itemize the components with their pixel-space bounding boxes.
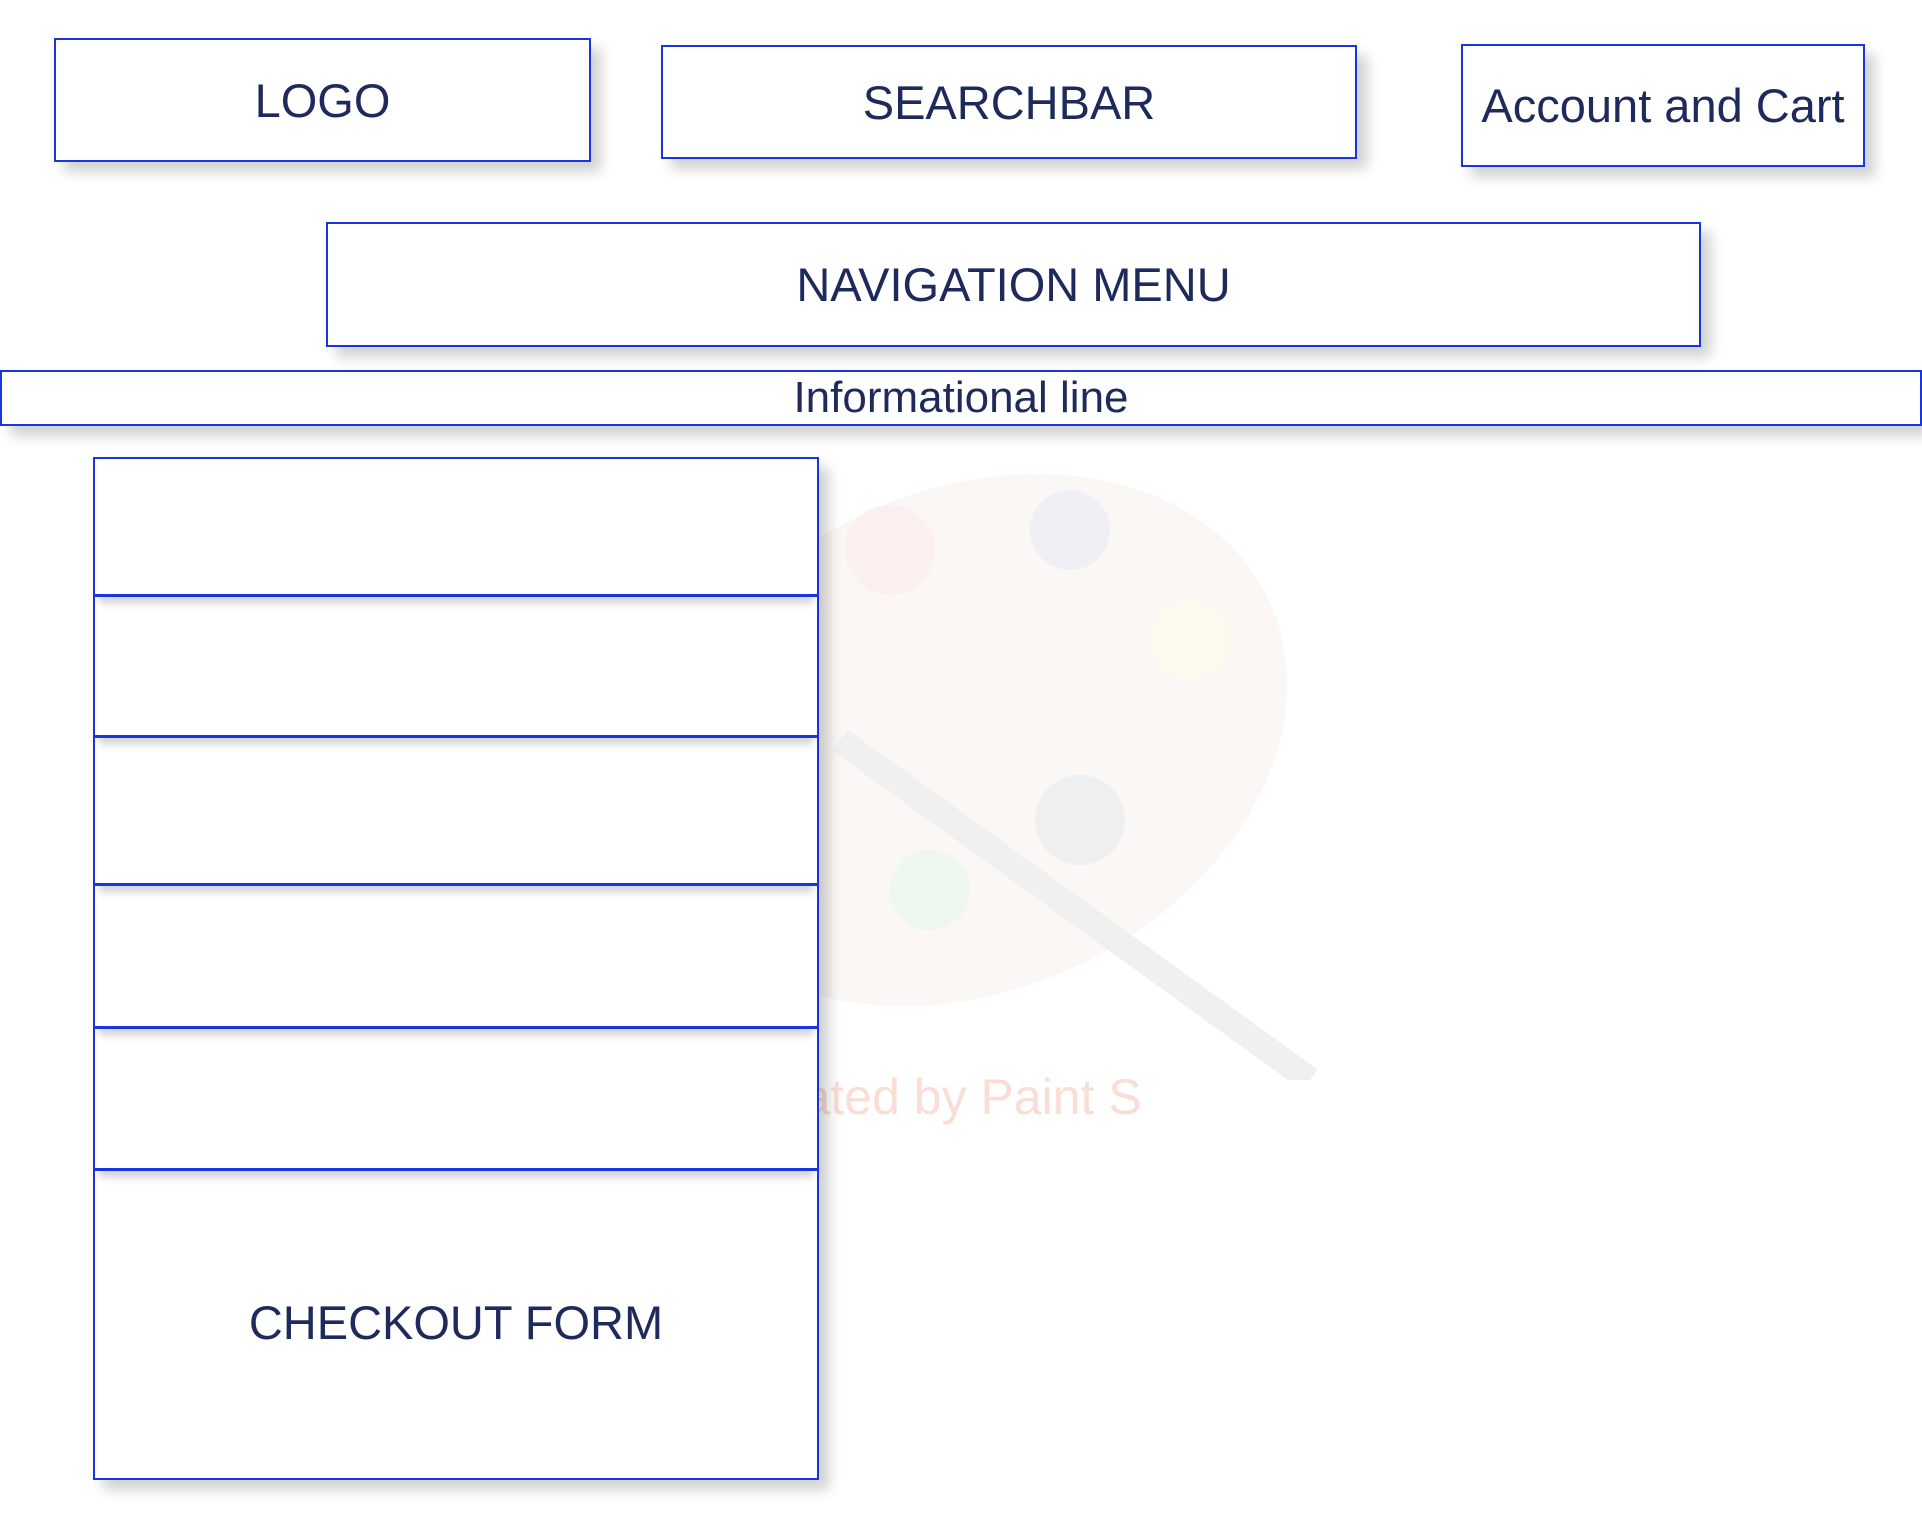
checkout-form-label: CHECKOUT FORM xyxy=(248,1296,664,1349)
account-and-cart-placeholder[interactable]: Account and Cart xyxy=(1461,44,1865,167)
navigation-menu-placeholder[interactable]: NAVIGATION MENU xyxy=(326,222,1701,347)
checkout-form-row[interactable] xyxy=(95,738,817,886)
logo-placeholder[interactable]: LOGO xyxy=(54,38,591,162)
searchbar-label: SEARCHBAR xyxy=(862,75,1156,129)
checkout-form-row[interactable] xyxy=(95,597,817,738)
searchbar-placeholder[interactable]: SEARCHBAR xyxy=(661,45,1357,159)
informational-line-label: Informational line xyxy=(793,373,1129,422)
checkout-form-row[interactable] xyxy=(95,886,817,1029)
logo-label: LOGO xyxy=(254,73,391,127)
checkout-form[interactable]: CHECKOUT FORM xyxy=(93,457,819,1480)
informational-line: Informational line xyxy=(0,370,1922,426)
checkout-form-row[interactable] xyxy=(95,1029,817,1171)
navigation-menu-label: NAVIGATION MENU xyxy=(796,258,1231,311)
account-and-cart-label: Account and Cart xyxy=(1481,79,1845,132)
checkout-form-row[interactable] xyxy=(95,459,817,597)
